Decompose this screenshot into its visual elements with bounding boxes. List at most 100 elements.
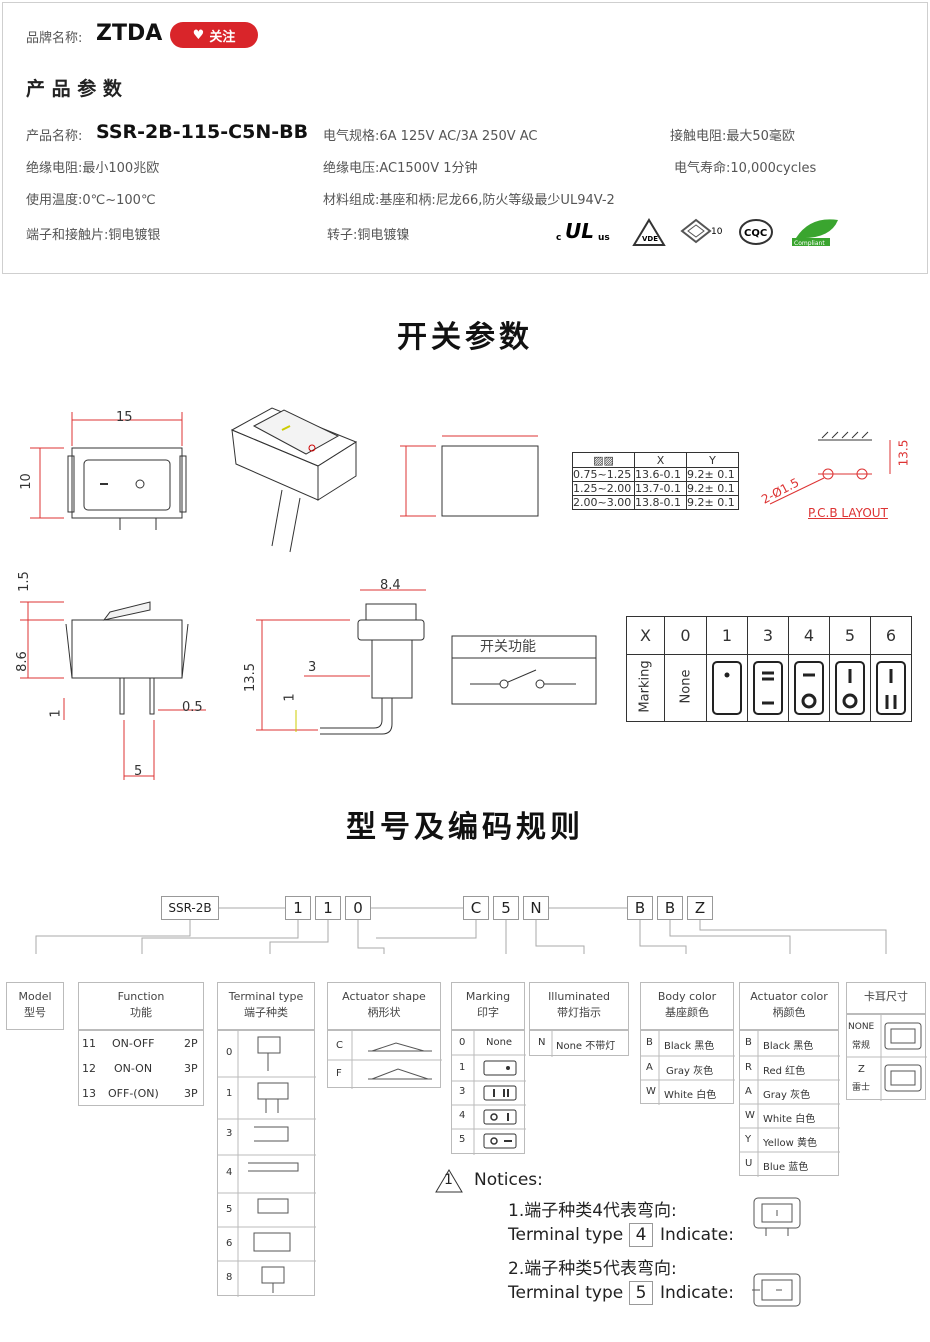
switch-function-drawing [451, 635, 597, 705]
marking-table: X 0 1 3 4 5 6 Marking None [626, 616, 912, 722]
ear-size-column: 卡耳尺寸 [846, 982, 926, 1014]
follow-label: 关注 [209, 29, 236, 45]
dim-1-5: 1.5 [16, 571, 32, 592]
function-head-en: Function [117, 990, 165, 1003]
function-pole: 3P [184, 1087, 198, 1100]
svg-text:c: c [556, 233, 561, 243]
rotor-material: 转子:铜电镀镍 [327, 228, 410, 243]
actuator-color-code: B [745, 1037, 752, 1048]
function-options [78, 1030, 204, 1106]
model-head-cn: 型号 [24, 1006, 46, 1019]
actuator-color-code: Y [745, 1134, 752, 1145]
marking-code: 3 [459, 1086, 466, 1097]
svg-text:UL: UL [565, 219, 594, 243]
function-head: Function 功能 [79, 983, 203, 1021]
marking-head-x: X [627, 617, 665, 654]
marking-head-0: 0 [665, 617, 707, 654]
notice-number: 1 [444, 1172, 453, 1188]
front-view-drawing [30, 412, 187, 530]
notice-terminal-label-1: Terminal type [508, 1225, 624, 1245]
body-color-column: Body color 基座颜色 [640, 982, 734, 1030]
ear-size-head: 卡耳尺寸 [864, 990, 908, 1003]
params-title: 产 品 参 数 [26, 78, 122, 100]
svg-text:Compliant: Compliant [794, 240, 825, 247]
code-part-ear: Z [687, 896, 713, 920]
dim-1b: 1 [282, 693, 298, 702]
material: 材料组成:基座和柄:尼龙66,防火等级最少UL94V-2 [323, 193, 615, 208]
rohs-cert-logo: Compliant [790, 214, 842, 248]
body-color-name: Black 黑色 [664, 1041, 715, 1052]
actuator-color-options [739, 1030, 840, 1177]
code-part-body-color: B [627, 896, 653, 920]
body-color-options [640, 1030, 735, 1105]
marking-head-5: 5 [830, 617, 871, 654]
marking-options [451, 1030, 526, 1155]
notices-title: Notices: [474, 1170, 543, 1190]
code-rules-title: 型号及编码规则 [346, 810, 584, 845]
actuator-color-name: Black 黑色 [763, 1041, 814, 1052]
terminal-options [217, 1030, 316, 1297]
actuator-color-name: Yellow 黄色 [763, 1138, 817, 1149]
function-pole: 3P [184, 1062, 198, 1075]
function-code: 13 [82, 1087, 96, 1100]
marking-code: 0 [459, 1037, 466, 1048]
code-part-illuminated: N [523, 896, 549, 920]
notice-indicate-2: Indicate: [660, 1283, 734, 1303]
dim-13-5: 13.5 [242, 663, 258, 692]
follow-button[interactable]: ♥ 关注 [170, 22, 258, 48]
code-part-function-2: 1 [315, 896, 341, 920]
marking-none: None [486, 1037, 513, 1048]
svg-text:CQC: CQC [744, 228, 767, 239]
marking-symbol-4 [789, 655, 830, 721]
vde-cert-logo: VDE [632, 218, 666, 248]
marking-code: 1 [459, 1062, 466, 1073]
dim-13-5-pcb: 13.5 [896, 439, 911, 467]
body-color-name: Gray 灰色 [666, 1066, 714, 1077]
insulation-resistance: 绝缘电阻:最小100兆欧 [26, 161, 160, 176]
marking-row-label-cell: Marking [627, 655, 665, 721]
terminal-code: 1 [226, 1088, 233, 1099]
actuator-color-name: Gray 灰色 [763, 1090, 811, 1101]
body-color-head-cn: 基座颜色 [665, 1006, 709, 1019]
illuminated-code: N [538, 1037, 546, 1048]
code-connector-lines [35, 907, 887, 954]
terminal-head-cn: 端子种类 [244, 1006, 288, 1019]
function-name: OFF-(ON) [108, 1087, 159, 1100]
switch-function-label: 开关功能 [480, 639, 536, 655]
switch-params-title: 开关参数 [397, 320, 533, 355]
operating-temperature: 使用温度:0℃~100℃ [26, 193, 156, 208]
actuator-color-name: Red 红色 [763, 1066, 806, 1077]
terminal-code: 8 [226, 1272, 233, 1283]
marking-code: 4 [459, 1110, 466, 1121]
terminal-material: 端子和接触片:铜电镀银 [26, 228, 161, 243]
dim-8-6: 8.6 [14, 651, 30, 672]
dim-0-5: 0.5 [182, 700, 203, 715]
terminal-code: 4 [226, 1167, 233, 1178]
table-cell: 0.75~1.25 [572, 467, 635, 482]
actuator-color-code: R [745, 1062, 752, 1073]
function-head-cn: 功能 [130, 1006, 152, 1019]
terminal-code: 6 [226, 1238, 233, 1249]
marking-row-label: Marking [637, 660, 653, 713]
body-color-head-en: Body color [657, 990, 717, 1003]
dim-width: 15 [116, 410, 133, 425]
actuator-shape-code: F [336, 1068, 342, 1079]
brand-label: 品牌名称: [26, 31, 83, 46]
marking-none-label: None [678, 669, 694, 704]
body-color-code: B [646, 1037, 653, 1048]
product-params-panel [2, 2, 928, 274]
dim-height: 10 [18, 473, 34, 490]
terminal-code: 5 [226, 1204, 233, 1215]
notice-terminal-box-4: 4 [629, 1223, 653, 1247]
terminal-code: 3 [226, 1128, 233, 1139]
iso-view-drawing [230, 407, 358, 553]
marking-symbol-3 [748, 655, 789, 721]
side-view-drawing [400, 435, 539, 517]
body-color-code: W [646, 1086, 656, 1097]
marking-none-cell: None [665, 655, 707, 721]
actuator-shape-head-en: Actuator shape [342, 990, 426, 1003]
